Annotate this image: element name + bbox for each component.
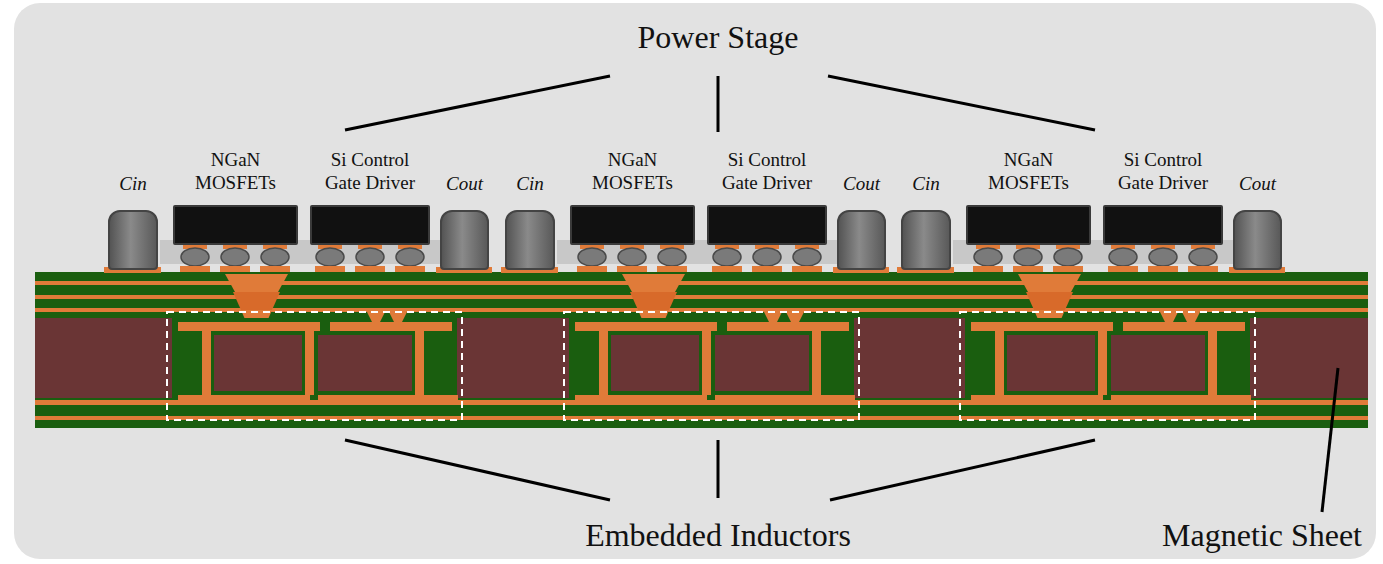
capacitor: Cout xyxy=(837,210,886,270)
chip-package: Si Control Gate Driver xyxy=(310,205,430,245)
callout-label: Embedded Inductors xyxy=(585,518,851,553)
capacitor-label: Cin xyxy=(516,173,543,196)
capacitor: Cout xyxy=(1233,210,1282,270)
chip-package: NGaN MOSFETs xyxy=(570,205,695,245)
component-label: Si Control Gate Driver xyxy=(1104,149,1222,195)
capacitor: Cout xyxy=(440,210,489,270)
capacitor: Cin xyxy=(108,210,158,270)
chip-package: NGaN MOSFETs xyxy=(173,205,298,245)
chip-package: Si Control Gate Driver xyxy=(1103,205,1223,245)
component-label: NGaN MOSFETs xyxy=(177,149,295,195)
component-label: Si Control Gate Driver xyxy=(708,149,826,195)
component-label: NGaN MOSFETs xyxy=(574,149,692,195)
chip-package: Si Control Gate Driver xyxy=(707,205,827,245)
capacitor-label: Cout xyxy=(1239,173,1276,196)
component-label: NGaN MOSFETs xyxy=(970,149,1088,195)
callout-label: Magnetic Sheet xyxy=(1162,518,1362,553)
capacitor: Cin xyxy=(901,210,951,270)
chip-package: NGaN MOSFETs xyxy=(966,205,1091,245)
capacitor-label: Cin xyxy=(119,173,146,196)
capacitor-label: Cout xyxy=(843,173,880,196)
component-label: Si Control Gate Driver xyxy=(311,149,429,195)
capacitor: Cin xyxy=(505,210,555,270)
callout-label: Power Stage xyxy=(638,20,799,55)
capacitor-label: Cin xyxy=(912,173,939,196)
capacitor-label: Cout xyxy=(446,173,483,196)
